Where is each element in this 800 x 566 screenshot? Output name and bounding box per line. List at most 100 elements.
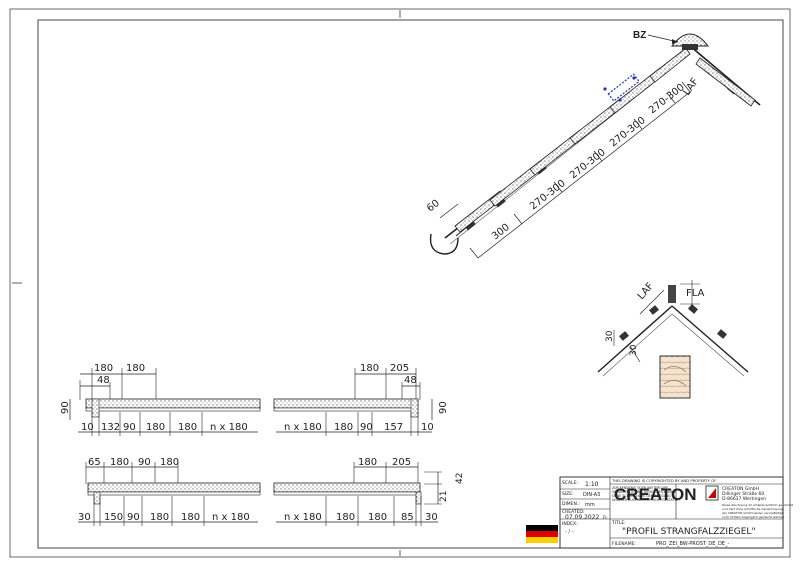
bottom-dim: 30 xyxy=(425,512,438,523)
bottom-dim: 85 xyxy=(401,512,414,523)
dimension-ticks xyxy=(469,81,691,259)
bottom-dim: 180 xyxy=(181,512,200,523)
gutter xyxy=(429,233,459,255)
edge-roll xyxy=(91,398,100,418)
company-line: D-86637 Wertingen xyxy=(722,496,766,502)
bottom-dim: 90 xyxy=(123,422,136,433)
bottom-dim: 150 xyxy=(104,512,123,523)
profile-row2-right: 180 205 42 21 n x 180 180 180 85 30 xyxy=(273,457,465,526)
profile-lip xyxy=(87,491,261,496)
top-dim: 180 xyxy=(94,363,113,374)
bottom-dim: n x 180 xyxy=(284,512,322,523)
dim-270-300-a: 270-300 xyxy=(528,178,568,212)
bottom-dim: 157 xyxy=(384,422,403,433)
bz-arrow xyxy=(672,39,678,44)
dim-300: 300 xyxy=(490,222,512,242)
inner-frame xyxy=(37,19,784,549)
profile-section xyxy=(87,482,261,493)
created-value: 07.09.2022 xyxy=(565,514,600,521)
edge-roll xyxy=(93,491,101,505)
profile-section xyxy=(273,482,421,493)
top-dim2: 48 xyxy=(97,375,110,386)
edge-roll xyxy=(415,491,422,505)
dim-270-300-b: 270-300 xyxy=(568,147,608,181)
index-value: - / - xyxy=(565,529,574,535)
top-dim: 180 xyxy=(160,457,179,468)
created-label: CREATED: xyxy=(562,509,584,515)
ridge-batten-left-low xyxy=(619,331,629,341)
creaton-logo: CREATON xyxy=(614,485,697,504)
bz-label: BZ xyxy=(633,30,646,41)
bottom-dim: 180 xyxy=(146,422,165,433)
top-dim: 180 xyxy=(358,457,377,468)
height-dim: 90 xyxy=(60,401,71,414)
bottom-dim: n x 180 xyxy=(284,422,322,433)
roof-side-view: BZ 300 270-300 270-300 270-300 270-300 L… xyxy=(425,30,761,259)
disclaimer-line: und darf ohne schriftliche Genehmigung xyxy=(722,507,783,511)
top-dim: 205 xyxy=(390,363,409,374)
filename-label: FILENAME: xyxy=(612,541,636,547)
bottom-dim: 132 xyxy=(101,422,120,433)
gutter-bracket xyxy=(455,225,469,237)
bottom-dim: 30 xyxy=(78,512,91,523)
profile-section xyxy=(85,398,261,409)
bottom-dim: n x 180 xyxy=(212,512,250,523)
eave-dim-line xyxy=(439,203,459,219)
top-dim2: 48 xyxy=(404,375,417,386)
filename: PRO_ZEI_BW-PROST_DE_DE_- xyxy=(656,541,729,547)
tiles xyxy=(454,47,756,233)
drawing-title: "PROFIL STRANGFALZZIEGEL" xyxy=(622,527,756,537)
copyright-text: THIS DRAWING IS COPYRIGHTED BY AND PROPE… xyxy=(611,478,716,483)
size-value: DIN-A3 xyxy=(583,492,600,498)
height-dim: 42 xyxy=(455,473,465,484)
profile-section xyxy=(273,398,419,409)
ridge-dim-left: 30 xyxy=(605,330,615,342)
highlighted-tile xyxy=(603,73,640,102)
ridge-rafter-left xyxy=(597,305,673,373)
fla-label: FLA xyxy=(686,288,705,299)
slope-dimension-line xyxy=(477,91,691,259)
ridge-rafter-right-inner xyxy=(671,313,745,377)
bottom-dim: 180 xyxy=(178,422,197,433)
profile-row1-left: 180 180 48 90 10 132 90 180 180 n x 180 xyxy=(60,363,261,436)
outer-frame xyxy=(9,8,791,558)
legal-line: UNSERER ZUSTIMMUNG NICHT GESTATTET xyxy=(612,498,680,502)
dim-270-300-c: 270-300 xyxy=(608,115,648,149)
logo-mark-accent-icon xyxy=(708,488,716,498)
ridge-detail: FLA LAF 30 30 xyxy=(597,280,749,399)
legal-line: ZUR KENNTNIS ODER WEITERGABE xyxy=(612,486,668,490)
company-line: Dillinger Straße 60 xyxy=(722,491,764,497)
profile-lip xyxy=(85,407,261,412)
title-label: TITLE: xyxy=(611,520,626,526)
dimen-label: DIMEN.: xyxy=(562,501,580,507)
top-dim: 180 xyxy=(126,363,145,374)
disclaimer-line: noch Dritten zugänglich gemacht werden. xyxy=(722,515,785,519)
ridge-beam xyxy=(659,355,691,399)
size-label: SIZE: xyxy=(562,491,574,497)
bottom-dim: 180 xyxy=(368,512,387,523)
company-line: CREATON GmbH xyxy=(722,486,759,492)
top-dim: 180 xyxy=(110,457,129,468)
top-dim: 205 xyxy=(392,457,411,468)
ridge-dim-bottom: 30 xyxy=(629,344,639,356)
height-dim: 90 xyxy=(438,401,449,414)
ridge-batten xyxy=(682,44,698,50)
laf-label-slope: LAF xyxy=(681,76,701,98)
legal-line: VERVIELFALTIGUNG DIESER ZEICHNUNG xyxy=(612,490,676,494)
ridge-batten-left-high xyxy=(649,305,659,315)
bottom-dim: 180 xyxy=(150,512,169,523)
laf-detail-label: LAF xyxy=(636,281,656,302)
bottom-dim: n x 180 xyxy=(210,422,248,433)
index-label: INDEX: xyxy=(562,521,578,527)
created-suffix: Fr. xyxy=(603,515,608,521)
german-flag-icon xyxy=(526,525,558,543)
bottom-dim: 10 xyxy=(421,422,434,433)
ridge-post xyxy=(668,285,676,303)
ridge-batten-right-high xyxy=(688,304,698,314)
profile-lip xyxy=(273,407,419,412)
top-dim: 180 xyxy=(360,363,379,374)
ridge-dim-bottom-line xyxy=(629,345,641,363)
tile xyxy=(695,57,756,107)
bottom-dim: 180 xyxy=(334,422,353,433)
